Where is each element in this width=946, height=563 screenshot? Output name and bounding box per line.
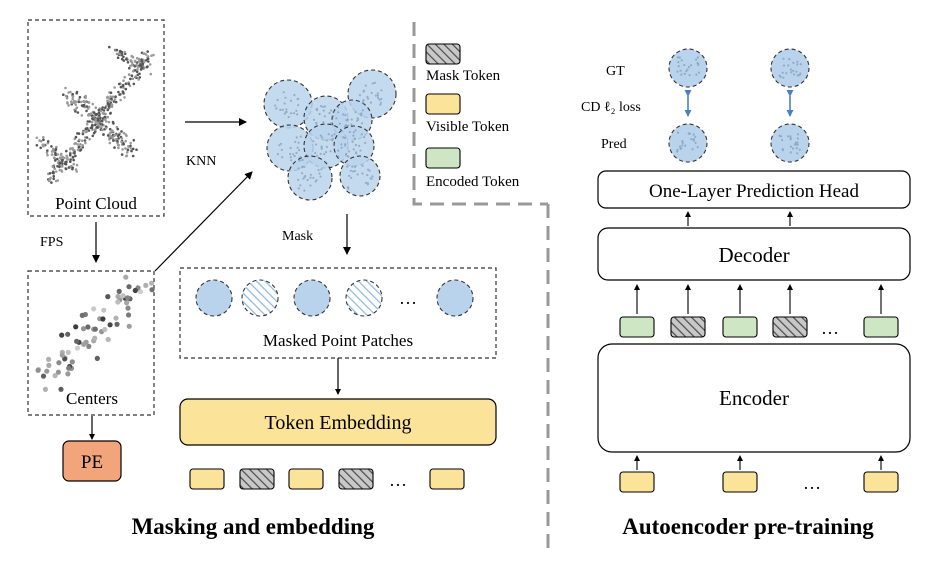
loss-label: CD ℓ₂ loss bbox=[581, 100, 641, 115]
legend-mask-token-swatch bbox=[425, 43, 461, 65]
masked-patches-label: Masked Point Patches bbox=[263, 331, 413, 350]
token-embedding-box bbox=[179, 398, 497, 446]
patch-masked bbox=[241, 279, 279, 317]
decoder-tokens-ellipsis: … bbox=[821, 318, 839, 338]
decoder-box bbox=[597, 227, 911, 281]
encoded-token bbox=[722, 316, 758, 338]
visible-token bbox=[863, 471, 899, 493]
gt-pred-texture bbox=[676, 56, 802, 155]
pred-patch bbox=[770, 123, 810, 163]
legend-encoded-token-label: Encoded Token bbox=[426, 174, 520, 190]
encoded-token bbox=[863, 316, 899, 338]
gt-patch bbox=[770, 48, 810, 88]
embedded-token-ellipsis: … bbox=[389, 470, 407, 490]
centers-points-image bbox=[35, 274, 155, 392]
patch-visible bbox=[436, 279, 474, 317]
mask-token bbox=[338, 468, 374, 490]
knn-arrow-diagonal bbox=[154, 171, 253, 272]
prediction-head-label: One-Layer Prediction Head bbox=[649, 181, 859, 202]
patch-masked bbox=[345, 279, 383, 317]
decoder-label: Decoder bbox=[718, 243, 789, 267]
tokens-to-encoder-arrows bbox=[634, 455, 884, 470]
visible-token bbox=[189, 468, 225, 490]
legend-mask-token-label: Mask Token bbox=[426, 68, 501, 84]
pred-patch bbox=[668, 123, 708, 163]
visible-token bbox=[722, 471, 758, 493]
prediction-head-box bbox=[597, 170, 911, 209]
encoder-box bbox=[597, 343, 911, 453]
point-cloud-label: Point Cloud bbox=[55, 194, 137, 213]
mask-label: Mask bbox=[282, 229, 313, 244]
pe-label: PE bbox=[81, 452, 103, 473]
token-embedding-label: Token Embedding bbox=[265, 412, 412, 434]
decoder-to-head-arrows bbox=[685, 211, 793, 226]
fps-label: FPS bbox=[40, 235, 63, 250]
visible-token bbox=[619, 471, 655, 493]
gt-patch bbox=[668, 48, 708, 88]
legend-border bbox=[412, 22, 548, 206]
decoder-input-tokens bbox=[619, 316, 899, 338]
encoder-tokens-ellipsis: … bbox=[803, 473, 821, 493]
gt-label: GT bbox=[606, 64, 625, 79]
centers-label: Centers bbox=[66, 389, 118, 408]
mask-token bbox=[239, 468, 275, 490]
tokens-to-decoder-arrows bbox=[634, 284, 884, 314]
legend-visible-token-label: Visible Token bbox=[426, 119, 510, 135]
loss-arrows bbox=[684, 90, 794, 117]
right-section-title: Autoencoder pre-training bbox=[622, 514, 874, 539]
visible-token bbox=[288, 468, 324, 490]
embedded-token-row bbox=[189, 468, 465, 490]
airplane-point-cloud-image bbox=[35, 45, 155, 184]
legend-visible-token-swatch bbox=[425, 93, 461, 115]
patch-visible bbox=[195, 279, 233, 317]
point-cloud-box bbox=[27, 19, 165, 217]
masked-patches-ellipsis: … bbox=[399, 288, 417, 308]
visible-token bbox=[429, 468, 465, 490]
legend-encoded-token-swatch bbox=[425, 147, 461, 169]
encoder-label: Encoder bbox=[719, 386, 789, 410]
left-section-title: Masking and embedding bbox=[132, 514, 375, 539]
knn-patch-cluster bbox=[263, 69, 397, 201]
pred-label: Pred bbox=[601, 137, 627, 152]
mask-token bbox=[772, 316, 808, 338]
encoder-input-tokens bbox=[619, 471, 899, 493]
knn-label: KNN bbox=[186, 154, 216, 169]
masked-patch-row bbox=[195, 279, 474, 317]
mask-token bbox=[670, 316, 706, 338]
encoded-token bbox=[619, 316, 655, 338]
pe-box bbox=[62, 440, 122, 482]
patch-visible bbox=[293, 279, 331, 317]
centers-box bbox=[27, 270, 155, 416]
